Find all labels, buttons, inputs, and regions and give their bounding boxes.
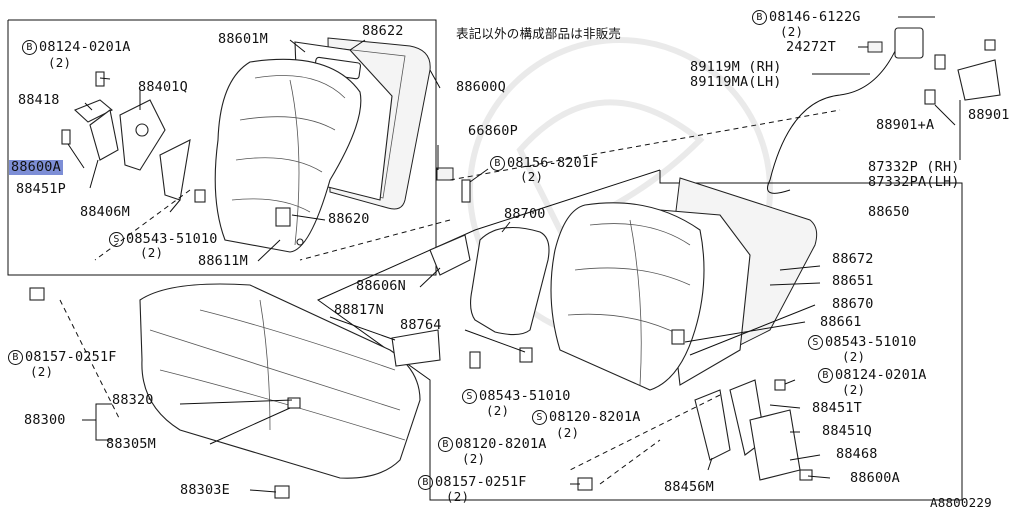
seat-back-right (550, 177, 818, 391)
label-88661: 88661 (820, 314, 862, 330)
label-88418: 88418 (18, 92, 60, 108)
bracket-88606N (429, 234, 471, 276)
label-88901: 88901 (968, 107, 1010, 123)
label-88601M: 88601M (218, 31, 268, 47)
label-88401Q: 88401Q (138, 79, 188, 95)
bolt-08157-left (29, 287, 45, 301)
bolt-s-icon: S (462, 389, 477, 404)
label-88672: 88672 (832, 251, 874, 267)
label-88600A-highlighted[interactable]: 88600A (9, 159, 63, 175)
label-88670: 88670 (832, 296, 874, 312)
bolt-b-icon: B (418, 475, 433, 490)
bolt-b-icon: B (22, 40, 37, 55)
label-88611M: 88611M (198, 253, 248, 269)
label-24272T: 24272T (786, 39, 836, 55)
bolt-88303E (274, 485, 290, 499)
bolt-08157-bottom (577, 477, 593, 491)
note-non-sale: 表記以外の構成部品は非販売 (456, 26, 622, 41)
label-88451T: 88451T (812, 400, 862, 416)
screw-08120 (469, 351, 481, 369)
label-89119MA: 89119MA(LH) (690, 74, 782, 90)
dashed-guides (59, 109, 841, 485)
qty-08146: (2) (780, 24, 804, 39)
qty-08157-bottom: (2) (446, 489, 470, 504)
label-88817N: 88817N (334, 302, 384, 318)
label-88406M: 88406M (80, 204, 130, 220)
hinge-parts-right (694, 379, 813, 481)
left-assembly-frame (8, 19, 437, 226)
bolt-b-icon: B (490, 156, 505, 171)
qty-08120-low: (2) (462, 451, 486, 466)
qty-08120-mid: (2) (556, 425, 580, 440)
diagram-id: A8800229 (930, 495, 992, 510)
label-88650: 88650 (868, 204, 910, 220)
part-88817N (391, 329, 441, 367)
label-89119M: 89119M (RH) (690, 59, 782, 75)
label-88606N: 88606N (356, 278, 406, 294)
qty-08543-mid: (2) (486, 403, 510, 418)
label-88620: 88620 (328, 211, 370, 227)
label-88451Q: 88451Q (822, 423, 872, 439)
qty-08124-top: (2) (48, 55, 72, 70)
label-87332P: 87332P (RH) (868, 159, 960, 175)
qty-08157-left: (2) (30, 364, 54, 379)
qty-08543-right: (2) (842, 349, 866, 364)
bolt-08156 (461, 179, 471, 203)
qty-08156: (2) (520, 169, 544, 184)
armrest-88700 (469, 227, 550, 336)
label-88320: 88320 (112, 392, 154, 408)
label-88600Q: 88600Q (456, 79, 506, 95)
part-88764 (519, 347, 533, 363)
bolt-b-icon: B (818, 368, 833, 383)
bolt-s-icon: S (532, 410, 547, 425)
qty-08124-right: (2) (842, 382, 866, 397)
bolt-s-icon: S (109, 232, 124, 247)
label-87332PA: 87332PA(LH) (868, 174, 960, 190)
qty-08543-left: (2) (140, 245, 164, 260)
label-88764: 88764 (400, 317, 442, 333)
label-88600A-bottom: 88600A (850, 470, 900, 486)
hinge-parts-left (61, 71, 206, 203)
clip-66860P (436, 167, 454, 181)
release-cable (767, 27, 1001, 194)
label-66860P: 66860P (468, 123, 518, 139)
right-assembly-frame (316, 169, 963, 501)
label-88451P: 88451P (16, 181, 66, 197)
bolt-b-icon: B (438, 437, 453, 452)
bolt-b-icon: B (8, 350, 23, 365)
label-88305M: 88305M (106, 436, 156, 452)
label-88622: 88622 (362, 23, 404, 39)
seat-back-left (214, 37, 431, 253)
bolt-b-icon: B (752, 10, 767, 25)
label-88651: 88651 (832, 273, 874, 289)
label-88456M: 88456M (664, 479, 714, 495)
label-88468: 88468 (836, 446, 878, 462)
label-88901A: 88901+A (876, 117, 935, 133)
label-88300: 88300 (24, 412, 66, 428)
label-88700: 88700 (504, 206, 546, 222)
label-88303E: 88303E (180, 482, 230, 498)
leader-lines (67, 16, 961, 493)
bolt-s-icon: S (808, 335, 823, 350)
seat-cushion (139, 283, 421, 479)
